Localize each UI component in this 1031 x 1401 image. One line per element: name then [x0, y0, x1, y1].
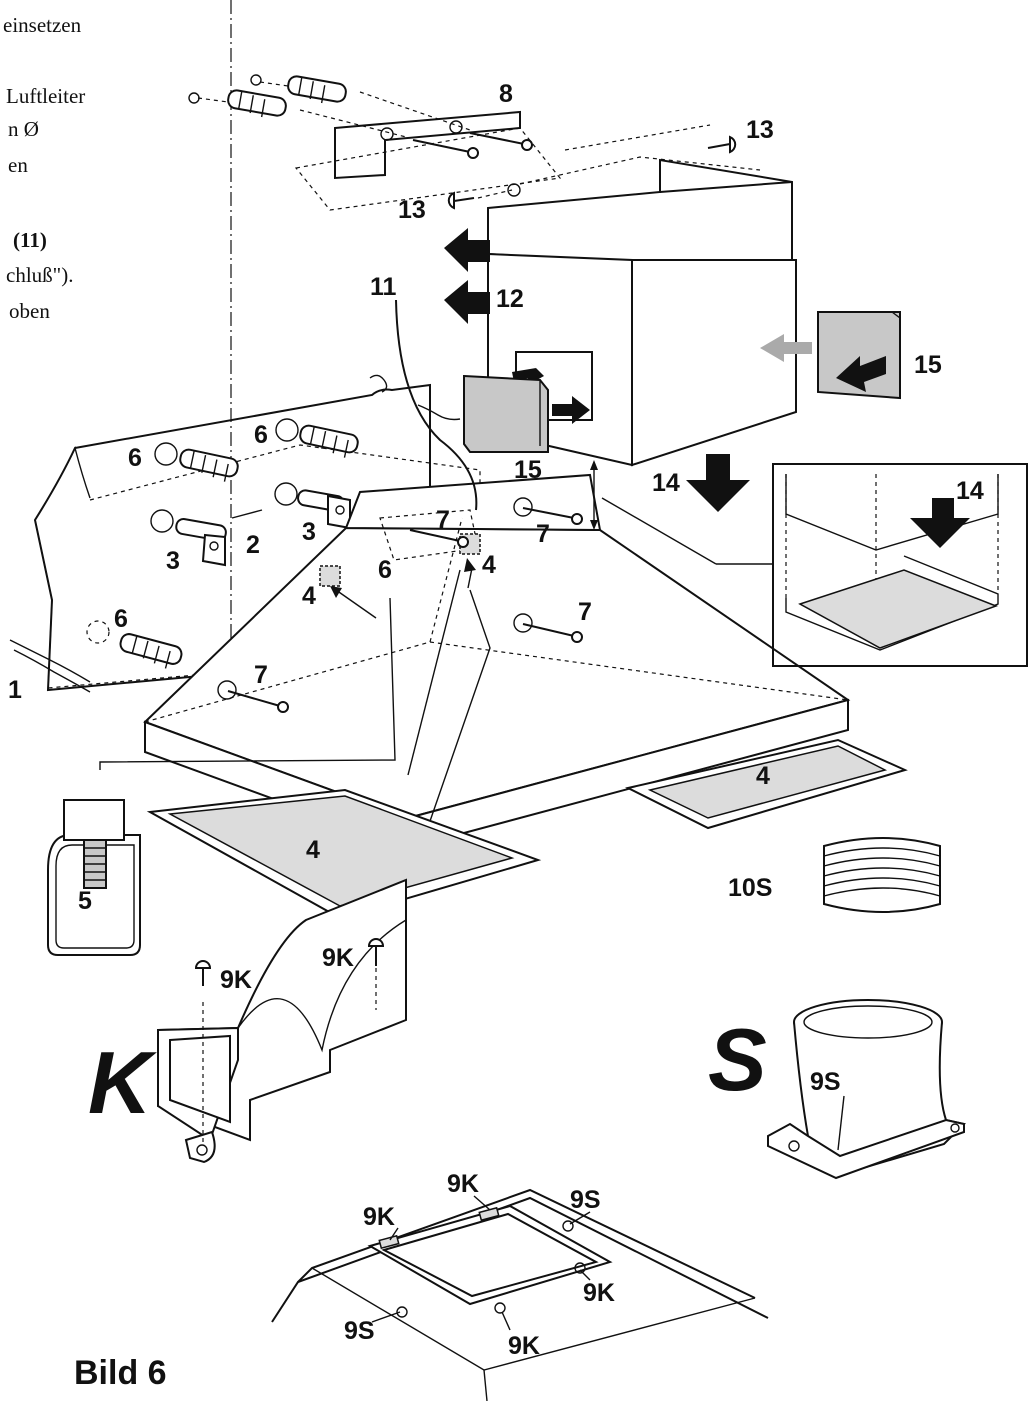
label-6: 6	[114, 605, 128, 633]
grease-filters	[146, 738, 908, 920]
chimney-upper	[487, 156, 793, 274]
label-3: 3	[302, 518, 316, 546]
label-6: 6	[378, 556, 392, 584]
label-9k: 9K	[583, 1279, 615, 1307]
text-fragment-einsetzen: einsetzen	[3, 13, 82, 37]
carbon-filters	[463, 311, 901, 453]
text-fragment-diameter: n Ø	[8, 117, 39, 141]
text-fragment-en: en	[8, 153, 28, 177]
figure-caption: Bild 6	[74, 1354, 167, 1392]
label-6: 6	[254, 421, 268, 449]
instruction-text: einsetzen Luftleiter n Ø en (11) chluß")…	[3, 13, 85, 323]
label-1: 1	[8, 676, 22, 704]
label-11: 11	[370, 273, 397, 301]
label-15: 15	[914, 351, 942, 379]
arrow-down-icon	[910, 498, 970, 548]
label-4: 4	[306, 836, 320, 864]
label-7: 7	[254, 661, 268, 689]
label-9k: 9K	[322, 944, 354, 972]
flexible-duct	[823, 837, 941, 913]
wall-plug-icon	[179, 448, 239, 482]
label-13: 13	[398, 196, 426, 224]
text-fragment-oben: oben	[9, 299, 50, 323]
adapter-k	[157, 878, 407, 1164]
callout-labels: 1 2 3 3 4 4 4 4 5 6 6 6 6 7 7 7 7 8 9K 9…	[8, 80, 984, 1360]
label-9s: 9S	[344, 1317, 375, 1345]
label-6: 6	[128, 444, 142, 472]
label-4: 4	[482, 551, 496, 579]
distance-marker	[590, 460, 598, 530]
text-fragment-anschluss: chluß").	[6, 263, 73, 287]
detail-box-14	[601, 463, 1028, 667]
label-9k: 9K	[220, 966, 252, 994]
wall-bracket	[294, 110, 711, 211]
label-8: 8	[499, 80, 513, 108]
screw-icon	[217, 680, 289, 713]
label-3: 3	[166, 547, 180, 575]
label-10s: 10S	[728, 874, 772, 902]
screw-icon	[409, 529, 469, 548]
hood-top-plate	[271, 1188, 769, 1401]
label-9k: 9K	[508, 1332, 540, 1360]
screw-icon	[513, 613, 583, 643]
screws	[217, 497, 583, 713]
arrow-right-icon	[552, 396, 590, 424]
label-15: 15	[514, 456, 542, 484]
label-9s: 9S	[570, 1186, 601, 1214]
label-14: 14	[956, 477, 984, 505]
bracket-fixings	[188, 74, 533, 159]
text-fragment-11: (11)	[13, 228, 47, 252]
label-13: 13	[746, 116, 774, 144]
arrow-left-icon	[444, 228, 490, 272]
arrow-down-icon	[686, 454, 750, 512]
hood-body	[99, 473, 851, 851]
label-5: 5	[78, 887, 92, 915]
wall-plug-icon	[119, 633, 183, 669]
label-7: 7	[578, 598, 592, 626]
label-k: K	[88, 1033, 157, 1132]
label-12: 12	[496, 285, 524, 313]
leader-lines	[371, 1095, 845, 1331]
label-9k: 9K	[447, 1170, 479, 1198]
adapter-s	[767, 999, 966, 1180]
screw-icon	[513, 497, 583, 525]
label-9k: 9K	[363, 1203, 395, 1231]
arrow-left-icon	[444, 280, 490, 324]
chimney-screws	[447, 135, 737, 210]
wall-plug-icon	[299, 424, 359, 458]
label-7: 7	[536, 520, 550, 548]
hood-brackets	[175, 489, 351, 567]
label-9s: 9S	[810, 1068, 841, 1096]
power-cable	[395, 299, 478, 511]
filter-latch-detail	[47, 799, 141, 956]
label-7: 7	[436, 506, 450, 534]
label-4: 4	[756, 762, 770, 790]
text-fragment-luftleiter: Luftleiter	[6, 84, 85, 108]
arrow-left-icon	[760, 334, 812, 362]
label-s: S	[708, 1010, 767, 1109]
label-4: 4	[302, 582, 316, 610]
arrow-left-icon	[836, 356, 886, 392]
label-2: 2	[246, 531, 260, 559]
label-14: 14	[652, 469, 680, 497]
wall-section	[9, 374, 481, 693]
